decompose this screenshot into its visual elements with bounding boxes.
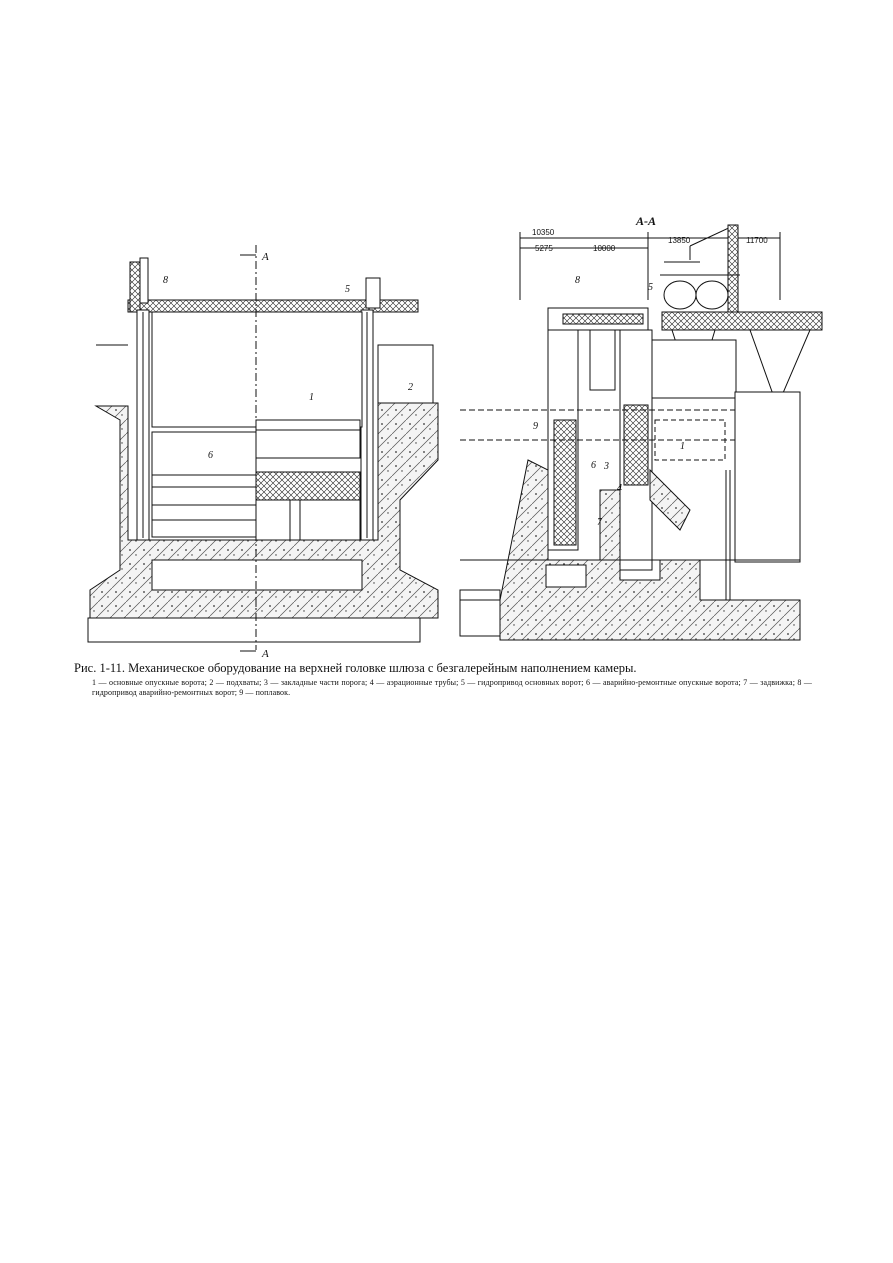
callout-2: 2 bbox=[408, 382, 413, 393]
dim-13850: 13850 bbox=[668, 236, 691, 245]
callout-9: 9 bbox=[533, 421, 538, 432]
callout-5-left: 5 bbox=[345, 284, 350, 295]
engineering-figure: А А 8 5 2 1 6 А-А bbox=[87, 214, 823, 660]
gate-main bbox=[255, 419, 361, 459]
callout-5-right: 5 bbox=[648, 282, 653, 293]
section-marker-top: А bbox=[261, 251, 269, 263]
section-marker-bottom: А bbox=[261, 648, 269, 660]
dim-10000: 10000 bbox=[593, 244, 616, 253]
dim-5275: 5275 bbox=[535, 244, 553, 253]
gate-emergency bbox=[151, 431, 257, 488]
callout-3: 3 bbox=[603, 461, 609, 472]
callout-6-left: 6 bbox=[208, 450, 213, 461]
right-view bbox=[459, 224, 823, 641]
callout-1-left: 1 bbox=[309, 392, 314, 403]
callout-1-right: 1 bbox=[680, 441, 685, 452]
left-view bbox=[87, 245, 439, 652]
dim-10350: 10350 bbox=[532, 228, 555, 237]
figure-legend: 1 — основные опускные ворота; 2 — подхва… bbox=[92, 678, 812, 697]
figure-drawing: А А 8 5 2 1 6 А-А bbox=[87, 214, 823, 660]
callout-7: 7 bbox=[597, 517, 603, 528]
callout-8-left: 8 bbox=[163, 275, 168, 286]
callout-6-right: 6 bbox=[591, 460, 596, 471]
section-label: А-А bbox=[635, 214, 656, 228]
figure-caption: Рис. 1-11. Механическое оборудование на … bbox=[74, 661, 637, 675]
dim-11700: 11700 bbox=[746, 236, 768, 245]
callout-4: 4 bbox=[617, 483, 622, 494]
left-foundation bbox=[87, 617, 421, 643]
callout-8-right: 8 bbox=[575, 275, 580, 286]
